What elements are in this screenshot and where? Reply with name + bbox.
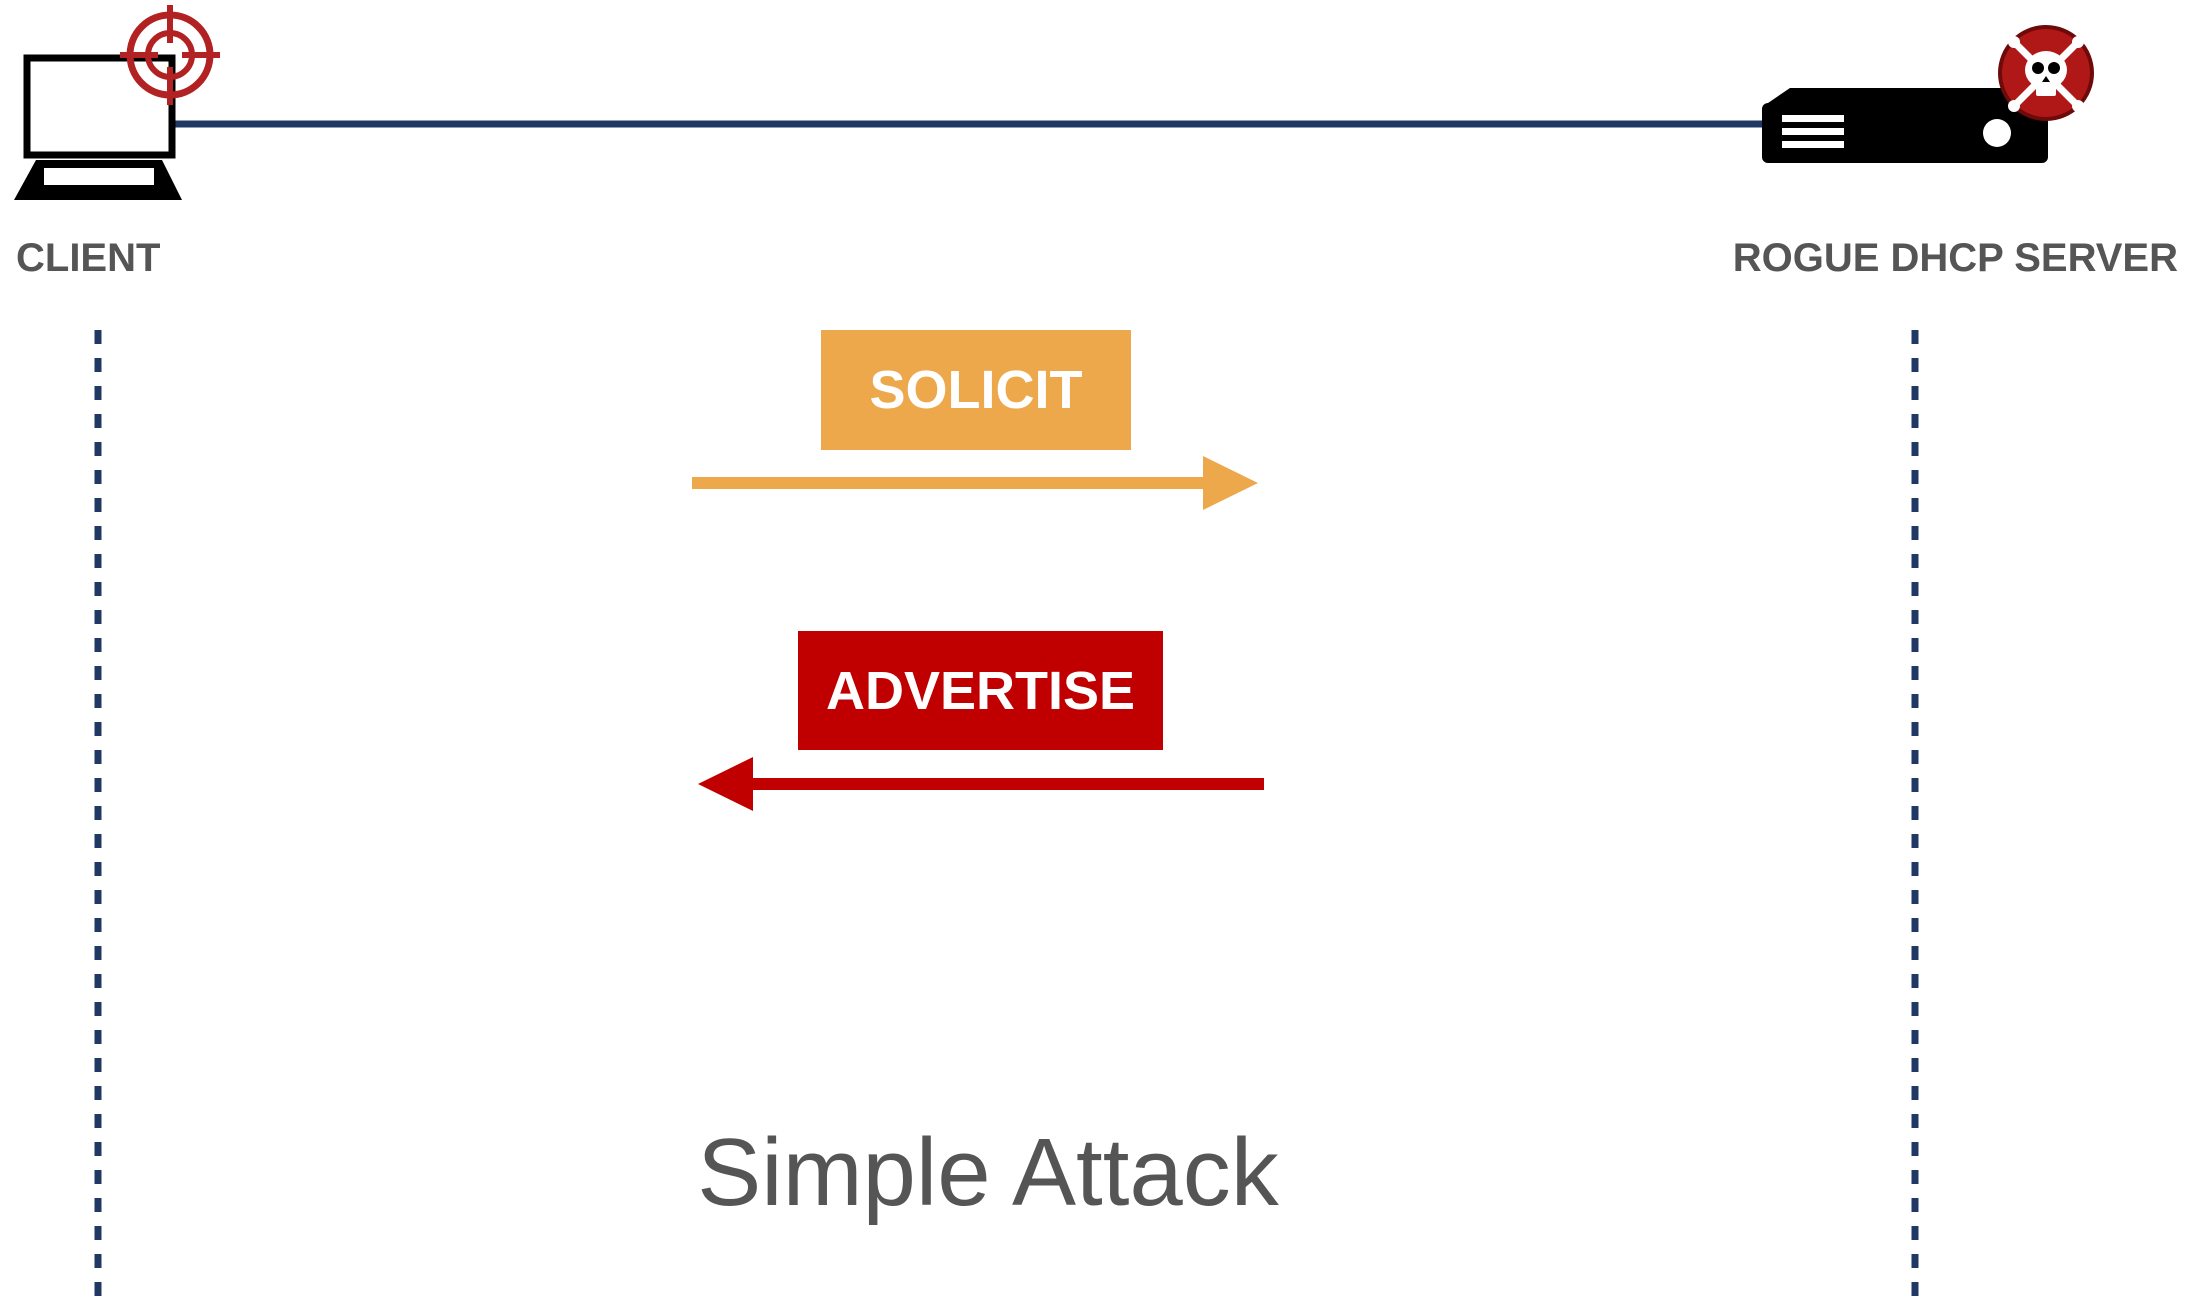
client-label: CLIENT — [16, 236, 161, 280]
solicit-message-label: SOLICIT — [869, 360, 1083, 420]
advertise-arrow — [698, 757, 1264, 811]
server-icon — [1762, 88, 2048, 163]
solicit-arrow — [692, 456, 1258, 510]
laptop-icon — [14, 54, 182, 200]
advertise-message-label: ADVERTISE — [825, 660, 1136, 721]
advertise-message-box: ADVERTISE — [798, 631, 1163, 750]
solicit-message-box: SOLICIT — [821, 330, 1131, 450]
target-icon — [120, 5, 220, 105]
diagram-caption: Simple Attack — [697, 1119, 1279, 1226]
server-label: ROGUE DHCP SERVER — [1732, 236, 2178, 280]
skull-icon — [1998, 25, 2094, 121]
